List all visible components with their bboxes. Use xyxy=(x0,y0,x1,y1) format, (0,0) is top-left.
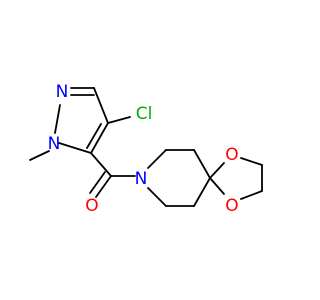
atom-n-amide: N xyxy=(135,169,148,189)
bond-spiro-o-top xyxy=(209,162,225,179)
bond-o-ch2-top xyxy=(240,157,263,166)
bond-carbonyl-o xyxy=(95,175,112,198)
atom-n-pyrazole-1: N xyxy=(48,134,61,154)
bond-c5-carbonyl xyxy=(90,152,112,177)
atom-o-carbonyl: O xyxy=(85,196,98,216)
bond-c5-n1 xyxy=(58,142,92,154)
bond-ch2-spiro-top xyxy=(193,149,211,179)
bond-c3-c4 xyxy=(93,87,109,124)
bond-carbonyl-o-double xyxy=(89,171,106,194)
atom-o-ketal-top: O xyxy=(225,145,238,165)
atom-n-pyrazole-2: N xyxy=(56,82,69,102)
atom-cl: Cl xyxy=(136,104,153,124)
bond-c4-c5-double xyxy=(86,123,102,149)
bond-spiro-ch2-bottom xyxy=(193,177,211,207)
bond-n1-n2 xyxy=(54,104,61,134)
bond-n-ch2-top xyxy=(147,149,167,169)
bond-c4-c5 xyxy=(90,122,109,154)
bond-c4-cl xyxy=(107,116,131,124)
atom-o-ketal-bottom: O xyxy=(225,196,238,216)
bond-ch2-n-bottom xyxy=(147,187,167,207)
bond-spiro-o-bottom xyxy=(209,177,225,195)
bond-ch2-o-bottom xyxy=(240,190,263,200)
molecule-structure-diagram: N N Cl O N O O xyxy=(29,82,263,216)
bond-n1-methyl xyxy=(29,150,50,161)
